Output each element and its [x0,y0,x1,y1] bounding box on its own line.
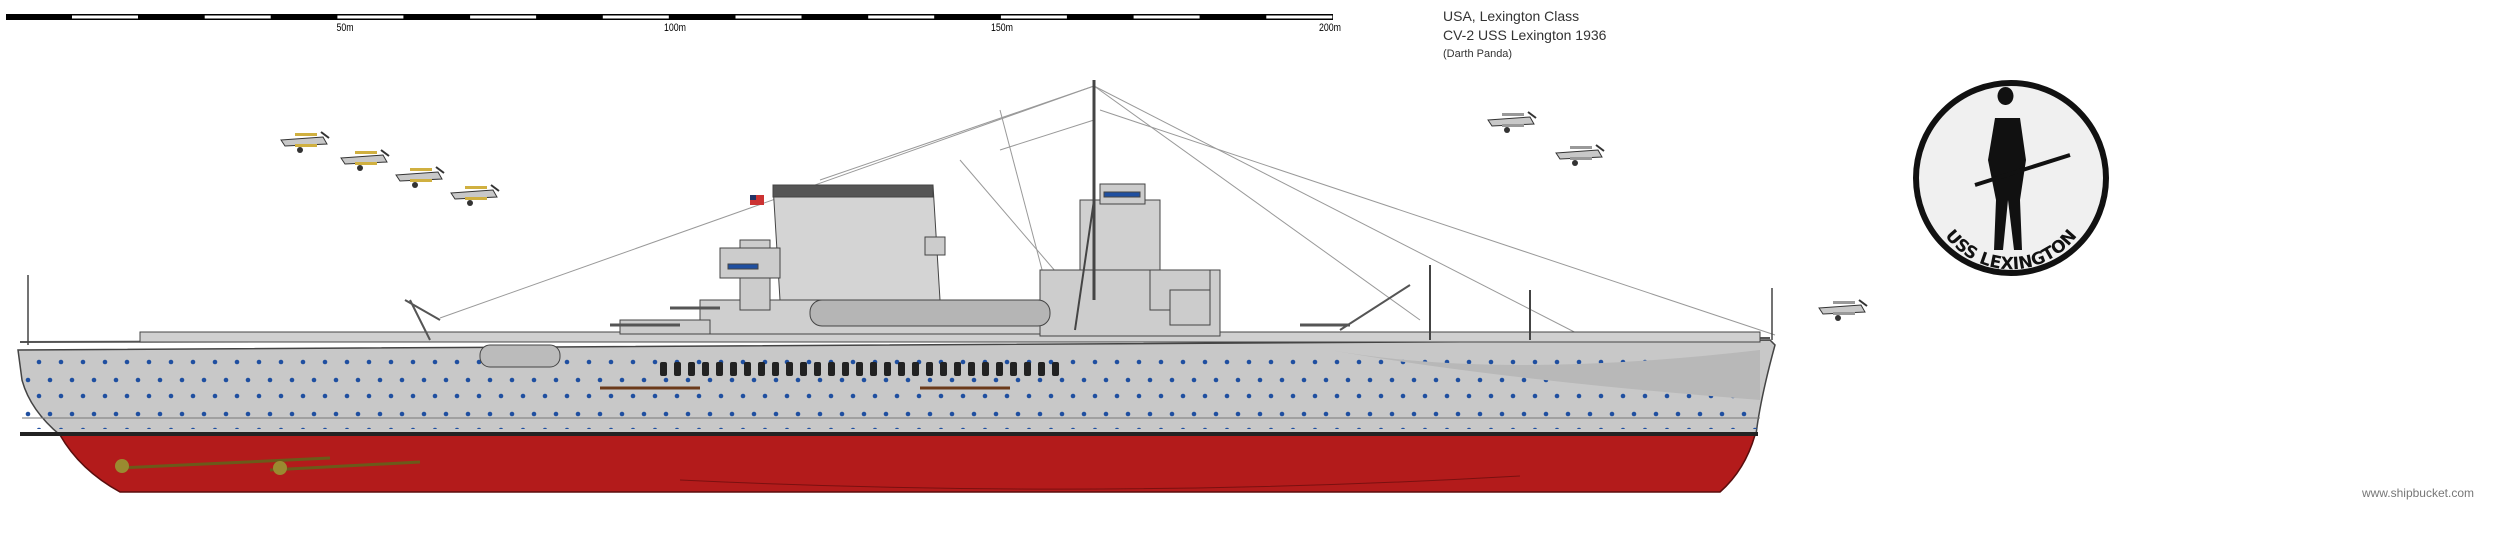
scale-bar [6,14,1333,20]
scale-bar-segment [868,15,935,19]
scale-bar-segment [602,15,669,19]
propeller-shafts [119,456,421,472]
scale-label-50m: 50m [336,22,354,34]
scale-bar-segment [1133,15,1200,19]
biplane-icon [1818,299,1868,321]
title-class: USA, Lexington Class [1443,8,1580,24]
title-author: (Darth Panda) [1443,48,1513,60]
scale-label-150m: 150m [990,22,1014,34]
superstructure [139,183,1761,368]
uss-lexington-emblem: USS LEXINGTON [1913,80,2109,276]
us-flag-icon [750,195,764,205]
scale-bar-segment [337,15,404,19]
scale-bar-segment [204,15,271,19]
biplane-icon [1487,111,1537,133]
biplane-icon [340,149,390,171]
scale-label-200m: 200m [1318,22,1342,34]
scale-label-100m: 100m [663,22,687,34]
biplane-icon [450,184,500,206]
biplane-icon [1555,144,1605,166]
title-ship: CV-2 USS Lexington 1936 [1443,27,1607,43]
hull-bottom [58,434,1756,493]
scale-bar-segment [1266,15,1333,19]
scale-bar-segment [72,15,138,19]
scale-bar-segment [470,15,537,19]
scale-bar-segment [1000,15,1067,19]
biplane-icon [395,166,445,188]
scale-bar-segment [735,15,802,19]
rigging [439,85,1776,341]
aircraft-group [280,111,1868,321]
biplane-icon [280,131,330,153]
credit-link[interactable]: www.shipbucket.com [2361,486,2474,500]
